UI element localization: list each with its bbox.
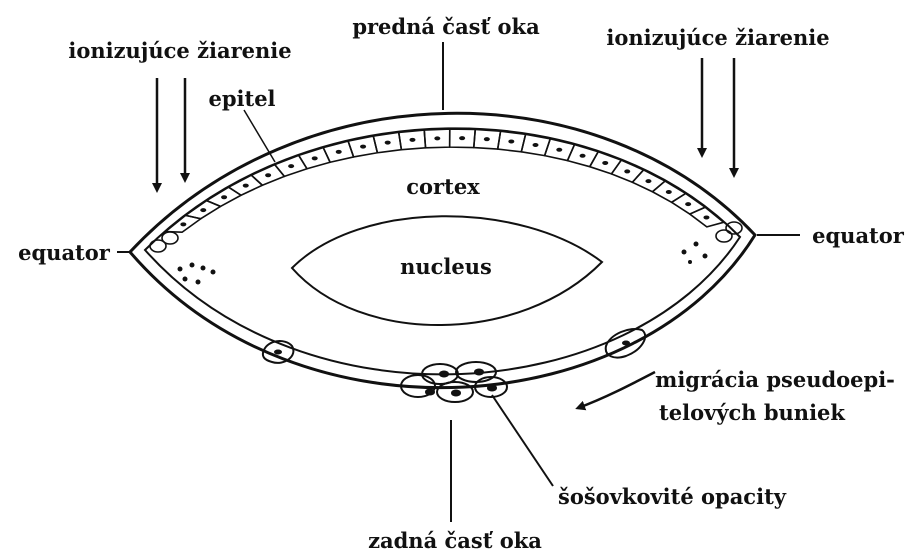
- migration-arrow: [578, 372, 655, 408]
- label-radiation-left: ionizujúce žiarenie: [68, 38, 291, 63]
- epithelial-cell-nucleus: [434, 136, 440, 140]
- epithelial-cell-nucleus: [602, 161, 608, 165]
- equatorial-dots-left: [178, 263, 216, 285]
- epithelial-cell-nucleus: [508, 139, 514, 143]
- opacity-cluster: [401, 362, 507, 402]
- label-migration-line2: telových buniek: [659, 400, 845, 425]
- epithelial-cell-nucleus: [312, 156, 318, 160]
- epithelial-cell-nucleus: [666, 190, 672, 194]
- epithelial-cell-nucleus: [221, 195, 227, 199]
- epithelial-cell-nucleus: [685, 202, 691, 206]
- epithelial-cell-nucleus: [580, 154, 586, 158]
- epithelial-cell-nucleus: [703, 215, 709, 219]
- epithelium-pointer: [244, 110, 275, 162]
- label-cortex: cortex: [406, 174, 480, 199]
- epithelial-cell-nucleus: [200, 208, 206, 212]
- label-nucleus: nucleus: [400, 254, 492, 279]
- opacity-pointer: [492, 395, 553, 486]
- epithelial-cell-nucleus: [645, 179, 651, 183]
- epithelial-cell-nucleus: [385, 141, 391, 145]
- epithelial-cell-nucleus: [265, 173, 271, 177]
- epithelial-cell-nucleus: [459, 136, 465, 140]
- lens-capsule-outer: [130, 113, 755, 387]
- epithelial-cell-nucleus: [243, 184, 249, 188]
- epithelial-cell-nucleus: [624, 169, 630, 173]
- label-posterior: zadná časť oka: [368, 528, 542, 553]
- equatorial-cell: [716, 230, 732, 242]
- epithelial-cell-nucleus: [409, 138, 415, 142]
- epithelial-cell-nucleus: [180, 222, 186, 226]
- label-anterior: predná časť oka: [352, 14, 540, 39]
- equatorial-cell: [162, 232, 178, 244]
- label-epithelium: epitel: [208, 86, 275, 111]
- label-equator-left: equator: [18, 240, 111, 265]
- epithelial-cell-nucleus: [533, 143, 539, 147]
- epithelial-cell-nucleus: [288, 164, 294, 168]
- label-migration-line1: migrácia pseudoepi-: [655, 367, 895, 392]
- label-equator-right: equator: [812, 223, 905, 248]
- epithelial-cell-nucleus: [556, 148, 562, 152]
- label-opacities: šošovkovité opacity: [558, 484, 787, 509]
- epithelial-cell-nucleus: [336, 150, 342, 154]
- epithelial-cell-nucleus: [360, 145, 366, 149]
- epithelial-cell-nucleus: [484, 137, 490, 141]
- equatorial-dots-right: [682, 242, 708, 265]
- label-radiation-right: ionizujúce žiarenie: [606, 25, 829, 50]
